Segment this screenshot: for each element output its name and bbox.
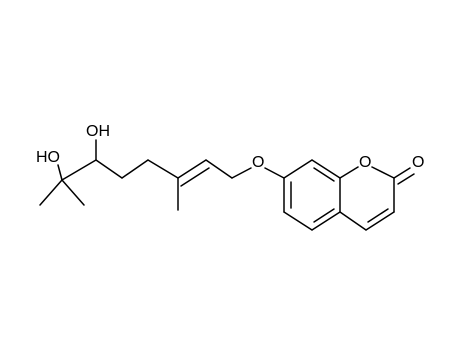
bond-ring-c7-c8 <box>283 159 313 179</box>
ring-oxygen-label: O <box>359 154 371 171</box>
bond-c3-c4-inner <box>367 208 389 223</box>
bond-ring-o-c2 <box>371 166 395 179</box>
bond-c1-ether-o <box>231 167 252 179</box>
hydroxyl-upper-label: OH <box>86 123 110 140</box>
bond-c3-c2-double-b <box>180 167 210 187</box>
bond-c7-methyl-left <box>39 179 63 206</box>
bond-ring-c8-c8a <box>311 159 341 179</box>
bond-c2-c1 <box>205 159 233 179</box>
bond-c3-c2-double-a <box>177 159 207 179</box>
bond-ring-c8-c8a-inner <box>313 167 335 182</box>
bond-c2-carbonyl-o <box>393 167 411 179</box>
bond-c6-c5 <box>95 159 123 179</box>
bond-c5-c4 <box>121 159 149 179</box>
bond-c2-carbonyl-o-b <box>397 173 415 185</box>
bond-c3-c4 <box>365 211 395 231</box>
bond-c7-methyl-down <box>61 179 85 206</box>
bond-c8a-ring-o <box>339 166 359 179</box>
bond-c7-c6 <box>61 159 97 181</box>
carbonyl-oxygen-label: O <box>412 154 424 171</box>
hydroxyl-lower-label: HO <box>36 149 60 166</box>
bond-ether-o-c7ring <box>264 167 285 179</box>
bond-c4-c3 <box>147 159 179 179</box>
bond-c7-oh <box>57 164 63 181</box>
bond-c4-c4a <box>339 211 367 231</box>
ether-oxygen-label: O <box>252 154 264 171</box>
bond-ring-c4a-c5-inner <box>313 208 335 223</box>
bond-ring-c5-c6 <box>283 211 313 231</box>
bond-ring-c4a-c5 <box>311 211 341 231</box>
